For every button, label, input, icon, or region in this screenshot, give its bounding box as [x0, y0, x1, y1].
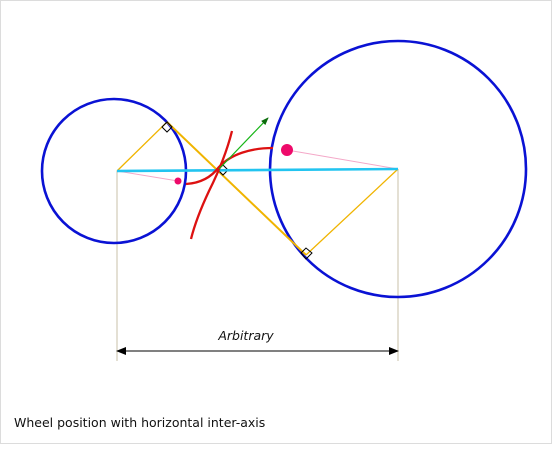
right-angle-marker-large [300, 247, 313, 260]
small-radius-line [116, 170, 179, 182]
force-vector [218, 117, 269, 170]
center-line [116, 167, 399, 173]
large-radius-line [286, 149, 399, 170]
involute-curve-b [185, 146, 274, 186]
large-contact-point [281, 144, 293, 156]
line-of-action [166, 121, 307, 256]
small-contact-point [174, 177, 182, 185]
dimension-label: Arbitrary [217, 328, 274, 343]
large-tangent-radius [305, 168, 399, 256]
small-tangent-radius [116, 121, 168, 172]
figure-caption: Wheel position with horizontal inter-axi… [14, 415, 266, 430]
right-angle-marker-small [161, 121, 173, 133]
involute-curve-a [189, 130, 234, 240]
